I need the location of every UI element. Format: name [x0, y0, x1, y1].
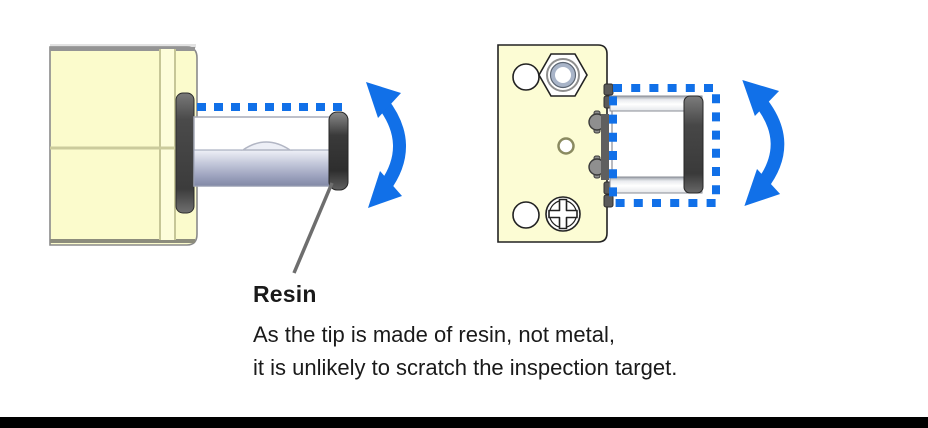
resin-tip-side — [683, 95, 704, 194]
bottom-divider-bar — [0, 417, 928, 428]
callout-title: Resin — [253, 281, 317, 307]
plate-hole-bottom — [512, 201, 540, 229]
probe-unit-side — [609, 95, 704, 194]
plate-hole-small — [557, 137, 575, 155]
phillips-screw — [545, 196, 581, 232]
left-illustration — [49, 44, 430, 274]
mounting-collar — [175, 92, 195, 214]
callout-line-2: it is unlikely to scratch the inspection… — [253, 355, 678, 380]
hex-nut — [538, 53, 588, 97]
probe-shaft — [193, 111, 349, 191]
leader-line — [292, 182, 334, 274]
mounting-plate — [497, 44, 614, 243]
resin-callout: Resin As the tip is made of resin, not m… — [253, 281, 677, 384]
sensor-body-block — [49, 44, 198, 246]
resin-tip — [328, 111, 349, 191]
right-illustration — [497, 44, 820, 243]
callout-line-1: As the tip is made of resin, not metal, — [253, 322, 615, 347]
plate-hole-top — [512, 63, 540, 91]
rotation-arrow-icon — [742, 80, 780, 206]
rotation-arrow-icon — [366, 82, 402, 208]
shaft-detent-bump — [240, 141, 293, 151]
